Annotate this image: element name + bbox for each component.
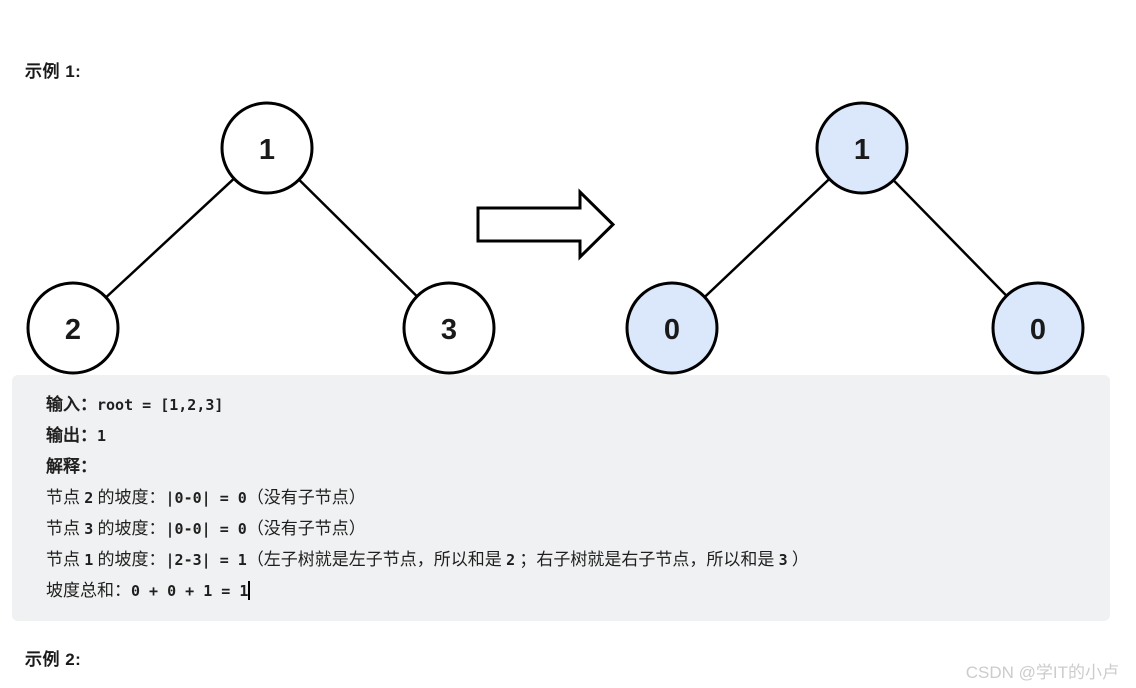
text-caret <box>248 581 251 600</box>
code-segment-plain: 坡度总和： <box>46 581 131 600</box>
code-segment-code: |0-0| = 0 <box>165 520 247 538</box>
code-segment-code: 2 <box>506 551 516 569</box>
tree-edge <box>72 147 268 329</box>
code-segment-plain: 的坡度： <box>93 488 166 507</box>
code-segment-code: 1 <box>84 551 94 569</box>
code-segment-plain: ） <box>787 550 809 569</box>
code-segment-code: 0 + 0 + 1 = 1 <box>131 582 249 600</box>
tree-edge <box>861 147 1039 329</box>
transform-arrow <box>476 188 616 261</box>
output-tree-node <box>625 281 719 375</box>
code-segment-plain: 节点 <box>46 519 85 538</box>
code-segment-label: 输出： <box>46 426 97 445</box>
input-tree-node-label: 1 <box>259 134 275 166</box>
code-line: 输入：root = [1,2,3] <box>46 389 1090 420</box>
code-segment-plain: 的坡度： <box>93 519 166 538</box>
output-tree-node <box>815 101 909 195</box>
code-segment-plain: 节点 <box>46 488 85 507</box>
output-tree-node-label: 0 <box>664 314 680 346</box>
input-tree-node <box>26 281 120 375</box>
input-tree-node <box>402 281 496 375</box>
csdn-watermark: CSDN @学IT的小卢 <box>965 663 1119 682</box>
code-segment-label: 输入： <box>46 395 97 414</box>
code-line: 节点 1 的坡度：|2-3| = 1（左子树就是左子节点，所以和是 2 ；右子树… <box>46 544 1090 575</box>
code-segment-plain: 节点 <box>46 550 85 569</box>
code-segment-plain: 的坡度： <box>93 550 166 569</box>
code-segment-code: 2 <box>84 489 94 507</box>
code-line: 节点 3 的坡度：|0-0| = 0（没有子节点） <box>46 513 1090 544</box>
example-2-heading: 示例 2: <box>25 650 82 669</box>
output-tree-node <box>991 281 1085 375</box>
code-segment-code: 3 <box>778 551 788 569</box>
code-segment-code: |2-3| = 1 <box>165 551 247 569</box>
code-line: 解释： <box>46 451 1090 482</box>
code-segment-plain: （没有子节点） <box>246 519 366 538</box>
example-1-heading: 示例 1: <box>25 62 82 81</box>
tree-edge <box>266 147 450 329</box>
input-tree-node-label: 2 <box>65 314 81 346</box>
code-line: 坡度总和：0 + 0 + 1 = 1 <box>46 575 1090 606</box>
code-segment-code: |0-0| = 0 <box>165 489 247 507</box>
code-line: 节点 2 的坡度：|0-0| = 0（没有子节点） <box>46 482 1090 513</box>
code-segment-code: 3 <box>84 520 94 538</box>
code-segment-plain: ；右子树就是右子节点，所以和是 <box>515 550 779 569</box>
code-segment-plain: （左子树就是左子节点，所以和是 <box>246 550 507 569</box>
code-segment-label: 解释： <box>46 457 97 476</box>
code-segment-code: root = [1,2,3] <box>97 396 224 414</box>
input-tree-node-label: 3 <box>441 314 457 346</box>
input-tree-node <box>220 101 314 195</box>
code-line: 输出：1 <box>46 420 1090 451</box>
code-segment-code: 1 <box>97 427 107 445</box>
output-tree-node-label: 0 <box>1030 314 1046 346</box>
output-tree-node-label: 1 <box>854 134 870 166</box>
tree-edge <box>671 147 863 329</box>
code-segment-plain: （没有子节点） <box>246 488 366 507</box>
